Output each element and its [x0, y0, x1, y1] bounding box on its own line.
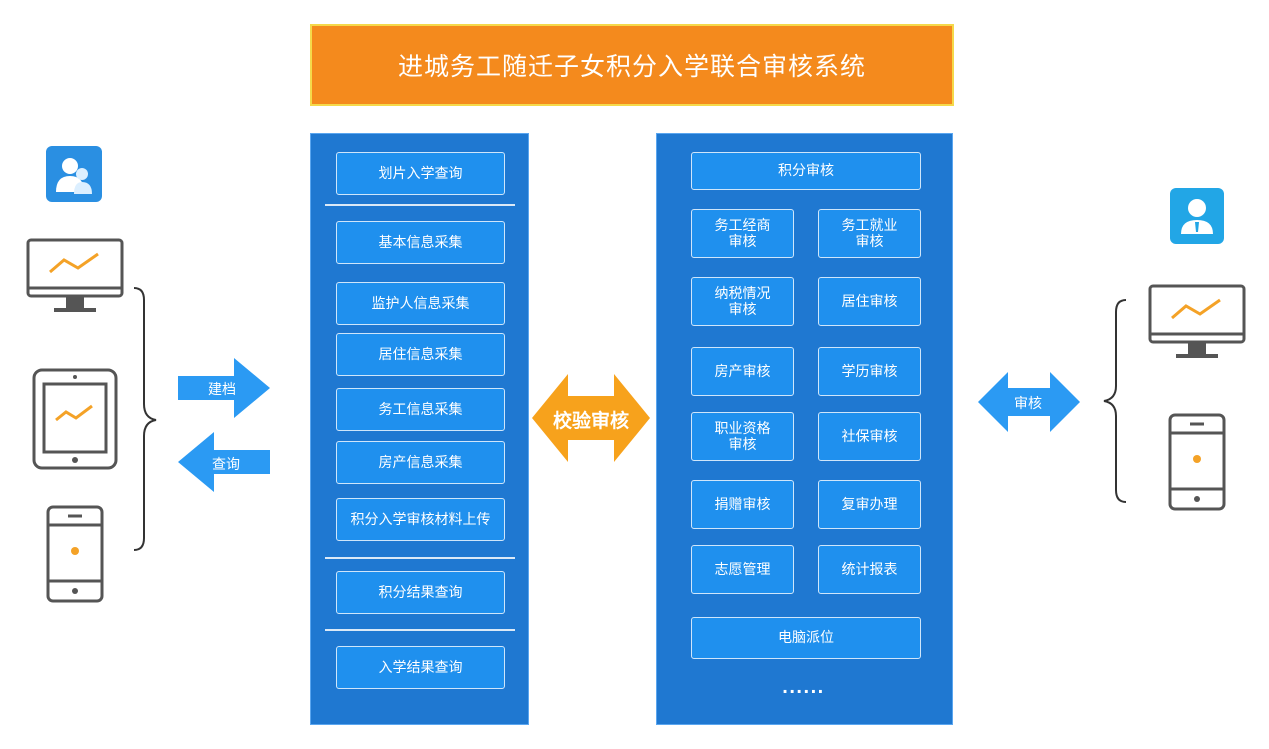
business-review-button[interactable]: 务工经商 审核 — [691, 209, 794, 258]
score-result-query-button[interactable]: 积分结果查询 — [336, 571, 505, 614]
divider — [325, 629, 515, 631]
review-double-arrow — [978, 372, 1080, 432]
right-brace — [1103, 299, 1127, 503]
residence-info-button[interactable]: 居住信息采集 — [336, 333, 505, 376]
materials-upload-button[interactable]: 积分入学审核材料上传 — [336, 498, 505, 541]
tax-review-button[interactable]: 纳税情况 审核 — [691, 277, 794, 326]
volunteer-management-button[interactable]: 志愿管理 — [691, 545, 794, 594]
phone-icon — [46, 505, 104, 603]
review-arrow-label: 审核 — [1014, 396, 1042, 412]
property-review-button[interactable]: 房产审核 — [691, 347, 794, 396]
qualification-review-button[interactable]: 职业资格 审核 — [691, 412, 794, 461]
phone-icon — [1168, 413, 1226, 511]
query-arrow — [178, 432, 270, 492]
re-review-button[interactable]: 复审办理 — [818, 480, 921, 529]
donation-review-button[interactable]: 捐赠审核 — [691, 480, 794, 529]
archive-arrow — [178, 358, 270, 418]
computer-allocation-button[interactable]: 电脑派位 — [691, 617, 921, 659]
system-title: 进城务工随迁子女积分入学联合审核系统 — [310, 24, 954, 106]
desktop-icon — [1148, 284, 1246, 358]
more-ellipsis: ······ — [782, 682, 825, 701]
statistics-report-button[interactable]: 统计报表 — [818, 545, 921, 594]
work-info-button[interactable]: 务工信息采集 — [336, 388, 505, 431]
user-icon — [1170, 188, 1224, 244]
verify-arrow-label: 校验审核 — [552, 410, 629, 432]
query-arrow-label: 查询 — [212, 457, 240, 473]
education-review-button[interactable]: 学历审核 — [818, 347, 921, 396]
employment-review-button[interactable]: 务工就业 审核 — [818, 209, 921, 258]
social-security-review-button[interactable]: 社保审核 — [818, 412, 921, 461]
basic-info-button[interactable]: 基本信息采集 — [336, 221, 505, 264]
archive-arrow-label: 建档 — [208, 382, 236, 398]
enrollment-result-query-button[interactable]: 入学结果查询 — [336, 646, 505, 689]
zone-enrollment-query-button[interactable]: 划片入学查询 — [336, 152, 505, 195]
left-brace — [133, 287, 157, 551]
guardian-info-button[interactable]: 监护人信息采集 — [336, 282, 505, 325]
divider — [325, 204, 515, 206]
verify-double-arrow — [532, 374, 650, 462]
residence-review-button[interactable]: 居住审核 — [818, 277, 921, 326]
divider — [325, 557, 515, 559]
desktop-icon — [26, 238, 124, 312]
tablet-icon — [32, 368, 118, 470]
score-review-button[interactable]: 积分审核 — [691, 152, 921, 190]
users-icon — [46, 146, 102, 202]
property-info-button[interactable]: 房产信息采集 — [336, 441, 505, 484]
